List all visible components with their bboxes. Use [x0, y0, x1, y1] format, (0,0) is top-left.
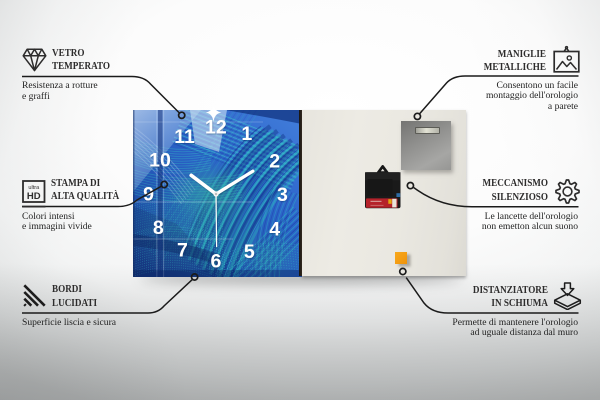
svg-text:4: 4	[269, 219, 280, 241]
svg-text:2: 2	[269, 150, 280, 172]
svg-text:3: 3	[277, 184, 288, 206]
svg-text:ultra: ultra	[28, 185, 40, 191]
svg-text:5: 5	[244, 241, 255, 263]
svg-text:9: 9	[143, 184, 154, 206]
svg-text:12: 12	[205, 116, 227, 138]
svg-text:10: 10	[149, 149, 171, 171]
svg-text:6: 6	[210, 250, 221, 272]
svg-text:7: 7	[177, 240, 188, 262]
svg-text:1: 1	[241, 123, 252, 145]
svg-text:11: 11	[174, 126, 195, 148]
svg-text:HD: HD	[27, 190, 41, 201]
svg-text:8: 8	[153, 217, 164, 239]
